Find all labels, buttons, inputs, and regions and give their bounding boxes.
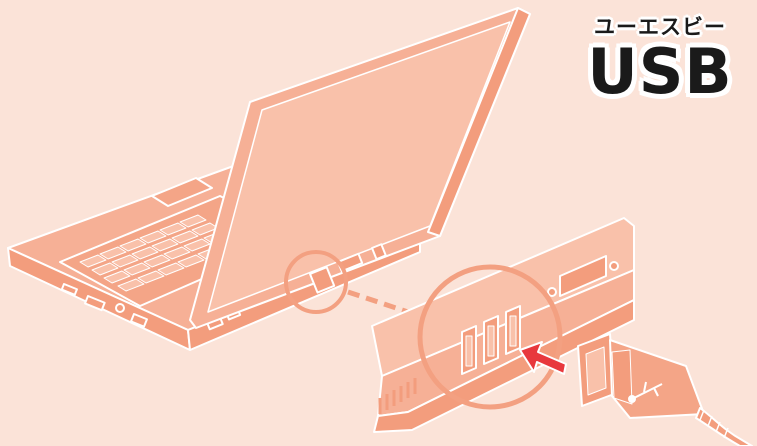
vga-screw-2 [610,262,618,270]
usb-heading: ユーエスビー USB [585,14,735,104]
vga-screw-1 [548,288,556,296]
usb-title: USB [585,40,735,104]
audio-jack [116,304,124,312]
